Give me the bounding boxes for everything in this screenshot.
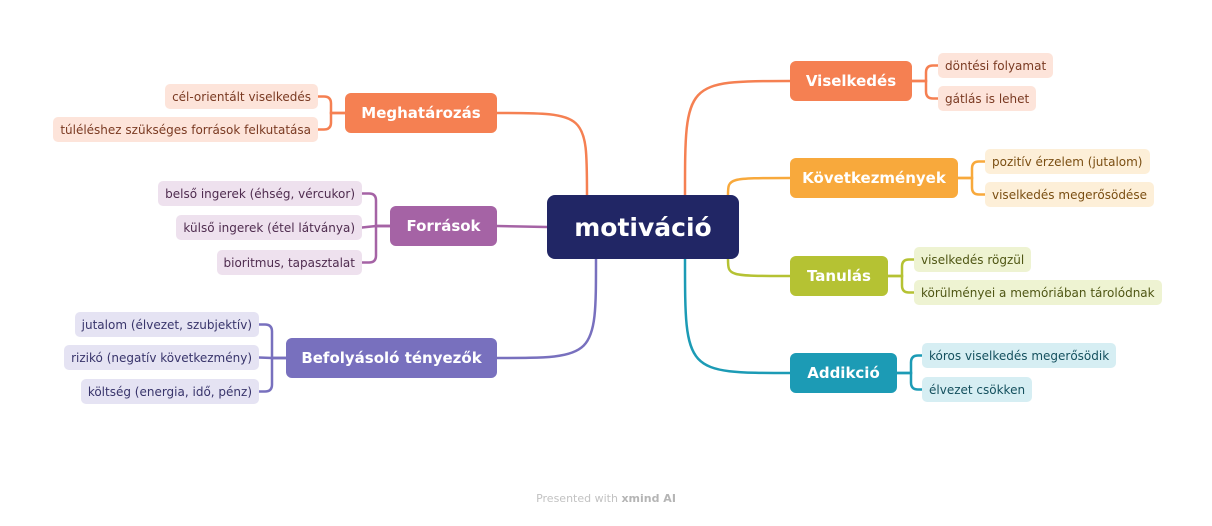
branch-forrasok[interactable]: Források xyxy=(390,206,497,246)
leaf-korulmenyei-memoria[interactable]: körülményei a memóriában tárolódnak xyxy=(914,280,1162,305)
leaf-koros-viselkedes[interactable]: kóros viselkedés megerősödik xyxy=(922,343,1117,368)
branch-meghatarozas[interactable]: Meghatározás xyxy=(345,93,497,133)
leaf-connector-tanulas-0 xyxy=(886,258,916,278)
leaf-connector-forrasok-0 xyxy=(360,192,392,228)
branch-befolyasolo-tenyezok[interactable]: Befolyásoló tényezők xyxy=(286,338,497,378)
watermark-brand: xmind AI xyxy=(621,492,676,505)
leaf-jutalom[interactable]: jutalom (élvezet, szubjektív) xyxy=(74,312,259,337)
connector-viselkedes xyxy=(683,79,792,197)
leaf-viselkedes-megerosodese[interactable]: viselkedés megerősödése xyxy=(985,182,1154,207)
leaf-riziko[interactable]: rizikó (negatív következmény) xyxy=(64,345,259,370)
leaf-connector-befolyasolo-2 xyxy=(257,356,288,393)
leaf-connector-befolyasolo-0 xyxy=(257,323,288,360)
central-topic[interactable]: motiváció xyxy=(547,195,739,259)
leaf-connector-addikcio-1 xyxy=(895,371,924,391)
branch-kovetkezmenyek[interactable]: Következmények xyxy=(790,158,958,198)
branch-addikcio[interactable]: Addikció xyxy=(790,353,897,393)
leaf-bioritmus[interactable]: bioritmus, tapasztalat xyxy=(216,250,362,275)
connector-addikcio xyxy=(683,257,792,375)
connector-befolyasolo xyxy=(495,257,598,360)
leaf-viselkedes-rogzul[interactable]: viselkedés rögzül xyxy=(914,247,1032,272)
leaf-cel-orientalt[interactable]: cél-orientált viselkedés xyxy=(165,84,318,109)
leaf-tulelshez-szukseges[interactable]: túléléshez szükséges források felkutatás… xyxy=(53,117,318,142)
connector-kovetkezmenyek xyxy=(726,176,792,197)
connector-tanulas xyxy=(726,257,792,278)
leaf-connector-viselkedes-1 xyxy=(910,79,940,100)
leaf-gatlas-is-lehet[interactable]: gátlás is lehet xyxy=(938,86,1037,111)
leaf-connector-viselkedes-0 xyxy=(910,64,940,83)
leaf-pozitiv-erzelem[interactable]: pozitív érzelem (jutalom) xyxy=(985,149,1150,174)
leaf-elvezet-csokken[interactable]: élvezet csökken xyxy=(922,377,1033,402)
leaf-connector-kovetkezmenyek-1 xyxy=(956,176,987,196)
leaf-connector-addikcio-0 xyxy=(895,354,924,375)
connector-forrasok xyxy=(495,224,549,229)
leaf-dontesi-folyamat[interactable]: döntési folyamat xyxy=(938,53,1054,78)
leaf-connector-meghatarozas-1 xyxy=(316,111,347,131)
leaf-connector-forrasok-2 xyxy=(360,224,392,264)
leaf-koltseg[interactable]: költség (energia, idő, pénz) xyxy=(80,379,259,404)
leaf-kulso-ingerek[interactable]: külső ingerek (étel látványa) xyxy=(176,215,362,240)
leaf-connector-kovetkezmenyek-0 xyxy=(956,160,987,180)
connector-meghatarozas xyxy=(495,111,589,197)
branch-viselkedes[interactable]: Viselkedés xyxy=(790,61,912,101)
leaf-belso-ingerek[interactable]: belső ingerek (éhség, vércukor) xyxy=(158,181,362,206)
leaf-connector-tanulas-1 xyxy=(886,274,916,294)
watermark: Presented with xmind AI xyxy=(0,492,1212,505)
leaf-connector-meghatarozas-0 xyxy=(316,95,347,115)
watermark-prefix: Presented with xyxy=(536,492,618,505)
branch-tanulas[interactable]: Tanulás xyxy=(790,256,888,296)
